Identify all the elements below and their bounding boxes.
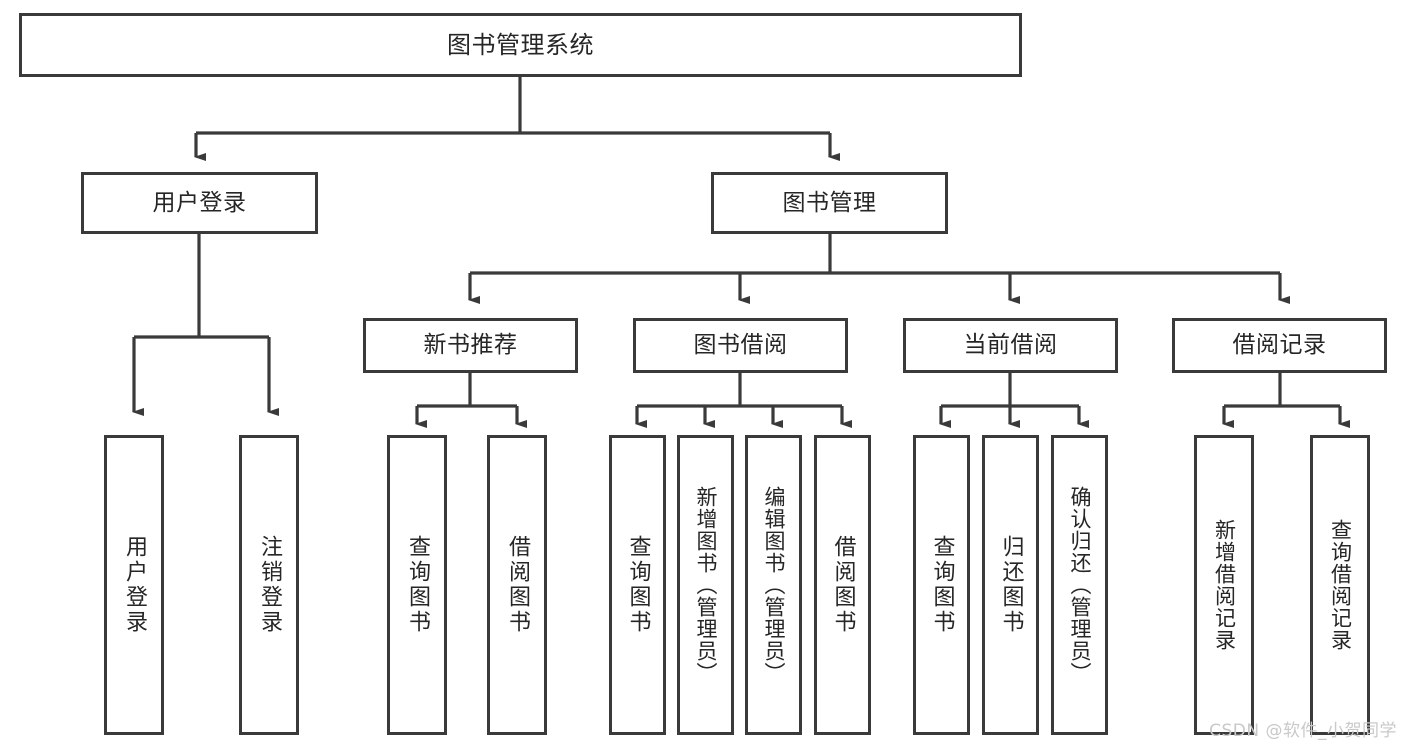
node-leaf-query-record-label: 查询借阅记录 [1328,519,1353,651]
node-leaf-borrow-book-1[interactable]: 借阅图书 [487,435,547,735]
node-leaf-add-book-label: 新增图书（管理员） [694,486,718,684]
node-borrow-record[interactable]: 借阅记录 [1172,318,1387,373]
node-user-login[interactable]: 用户登录 [81,172,318,234]
node-leaf-add-record[interactable]: 新增借阅记录 [1194,435,1254,735]
node-leaf-query-record[interactable]: 查询借阅记录 [1310,435,1370,735]
node-current-borrow[interactable]: 当前借阅 [903,318,1118,373]
node-leaf-add-record-label: 新增借阅记录 [1212,519,1237,651]
node-book-manage[interactable]: 图书管理 [711,172,948,234]
node-leaf-borrow-book-2[interactable]: 借阅图书 [814,435,871,735]
node-leaf-add-book[interactable]: 新增图书（管理员） [677,435,734,735]
node-leaf-query-book-3[interactable]: 查询图书 [913,435,970,735]
node-leaf-user-login-label: 用户登录 [122,535,147,635]
node-user-login-label: 用户登录 [152,189,247,216]
node-root-system-label: 图书管理系统 [447,31,594,59]
node-leaf-query-book-2-label: 查询图书 [625,535,651,635]
node-leaf-edit-book-label: 编辑图书（管理员） [762,486,786,684]
node-leaf-borrow-book-2-label: 借阅图书 [830,535,856,635]
node-new-book-recommend[interactable]: 新书推荐 [363,318,578,373]
node-leaf-edit-book[interactable]: 编辑图书（管理员） [745,435,802,735]
node-leaf-return-book[interactable]: 归还图书 [982,435,1039,735]
node-new-book-recommend-label: 新书推荐 [423,332,518,358]
node-leaf-query-book-1-label: 查询图书 [405,535,430,635]
node-leaf-confirm-return-label: 确认归还（管理员） [1068,486,1092,684]
node-leaf-borrow-book-1-label: 借阅图书 [505,535,530,635]
node-book-borrow-label: 图书借阅 [693,332,788,358]
node-leaf-user-login[interactable]: 用户登录 [104,435,164,735]
node-leaf-confirm-return[interactable]: 确认归还（管理员） [1051,435,1108,735]
node-book-borrow[interactable]: 图书借阅 [633,318,848,373]
node-leaf-query-book-1[interactable]: 查询图书 [387,435,447,735]
node-leaf-query-book-2[interactable]: 查询图书 [609,435,666,735]
node-borrow-record-label: 借阅记录 [1232,332,1327,358]
node-leaf-query-book-3-label: 查询图书 [929,535,955,635]
node-root-system[interactable]: 图书管理系统 [19,13,1022,77]
node-book-manage-label: 图书管理 [782,189,877,216]
node-leaf-return-book-label: 归还图书 [998,535,1024,635]
node-current-borrow-label: 当前借阅 [963,332,1058,358]
node-leaf-logout-login-label: 注销登录 [257,535,282,635]
node-leaf-logout-login[interactable]: 注销登录 [239,435,299,735]
